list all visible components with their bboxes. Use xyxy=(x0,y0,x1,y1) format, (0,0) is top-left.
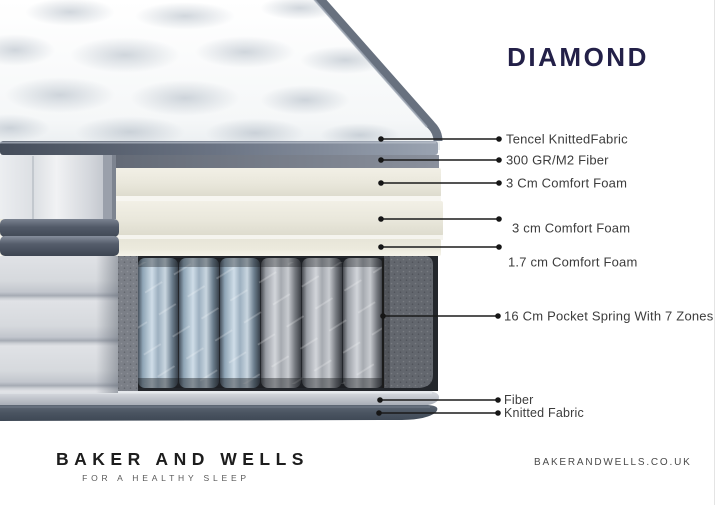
annotation-tencel-knitted-fabric: Tencel KnittedFabric xyxy=(506,131,628,147)
pocket-springs xyxy=(138,258,383,388)
bottom-fiber-band xyxy=(0,391,440,405)
encasement-foam-block xyxy=(384,256,433,388)
leader-line-bottom-knitted-fabric xyxy=(376,410,501,416)
annotation-comfort-foam-1: 3 Cm Comfort Foam xyxy=(506,175,628,191)
leader-line-comfort-foam-1 xyxy=(378,180,502,186)
quilted-side-panel xyxy=(0,256,118,393)
pocket-spring-section xyxy=(112,256,438,391)
leader-line-comfort-foam-2 xyxy=(378,216,502,222)
tuft-dimples xyxy=(0,0,400,148)
leader-line-pocket-spring xyxy=(380,258,501,388)
leader-line-bottom-fiber xyxy=(377,397,501,403)
product-title: DIAMOND xyxy=(507,42,649,72)
leader-line-tencel-knitted-fabric xyxy=(378,136,502,142)
pillowtop-side-panel xyxy=(0,155,116,219)
quilted-top-surface xyxy=(0,0,443,155)
annotation-comfort-foam-3: 1.7 cm Comfort Foam xyxy=(508,254,638,270)
brand-name: BAKER AND WELLS xyxy=(56,449,309,469)
annotation-bottom-fiber: Fiber xyxy=(504,393,534,407)
website-url: BAKERANDWELLS.CO.UK xyxy=(534,457,692,468)
brand-block: BAKER AND WELLS FOR A HEALTHY SLEEP xyxy=(56,449,309,483)
pillowtop-gusset-border xyxy=(0,219,119,256)
leader-line-fiber-300 xyxy=(378,157,502,163)
annotation-bottom-knitted-fabric: Knitted Fabric xyxy=(504,406,584,420)
annotation-comfort-foam-2: 3 cm Comfort Foam xyxy=(512,220,631,236)
annotation-pocket-spring: 16 Cm Pocket Spring With 7 Zones xyxy=(504,308,714,324)
annotation-fiber-300: 300 GR/M2 Fiber xyxy=(506,152,609,168)
brand-tagline: FOR A HEALTHY SLEEP xyxy=(82,473,250,483)
bottom-knitted-band xyxy=(0,405,438,421)
leader-line-comfort-foam-3 xyxy=(378,244,502,250)
image-right-edge-line xyxy=(714,0,715,505)
